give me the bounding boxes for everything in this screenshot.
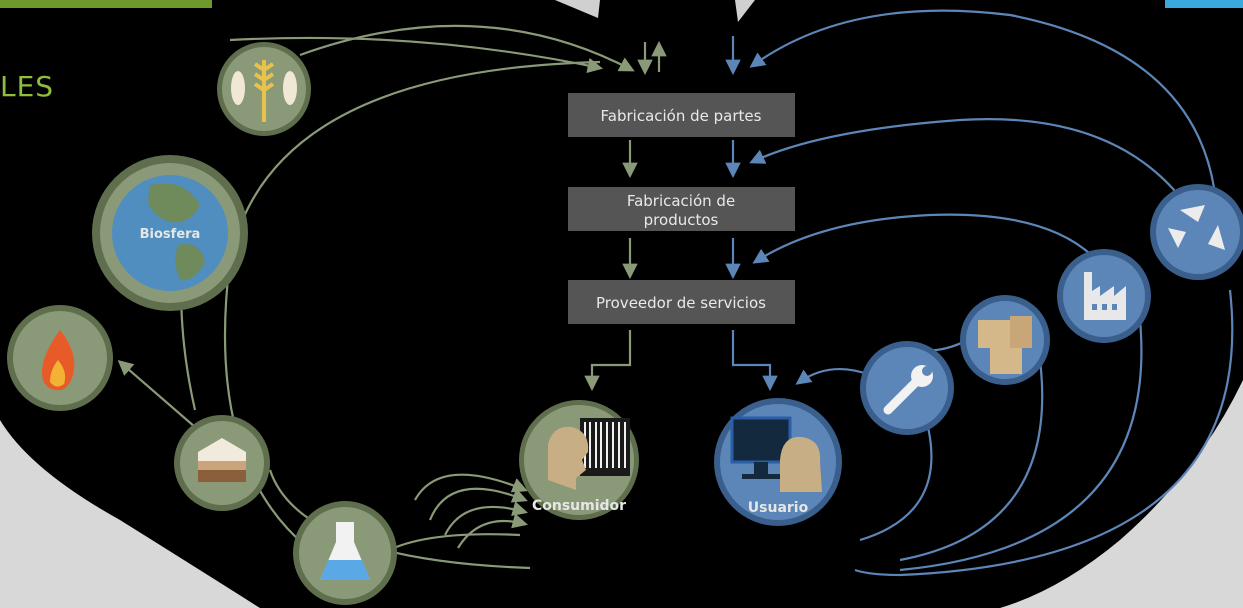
partial-title: LES: [0, 70, 55, 103]
wheat-fish-icon: [217, 42, 311, 136]
process-box-products: Fabricación de productos: [568, 187, 795, 231]
process-box-service-provider-label: Proveedor de servicios: [596, 294, 766, 312]
consumidor-label: Consumidor: [532, 498, 626, 514]
process-box-parts-label: Fabricación de partes: [601, 107, 762, 125]
barcode-consumer-icon: Consumidor: [519, 400, 639, 520]
recycle-icon: [1150, 184, 1243, 280]
boxes-icon: [960, 295, 1050, 385]
process-box-service-provider: Proveedor de servicios: [568, 280, 795, 324]
usuario-label: Usuario: [748, 500, 809, 516]
factory-icon: [1057, 249, 1151, 343]
process-box-products-label-line1: Fabricación de: [627, 192, 735, 210]
compost-icon: [174, 415, 270, 511]
biosfera-label: Biosfera: [140, 227, 201, 242]
flask-icon: [293, 501, 397, 605]
process-box-parts: Fabricación de partes: [568, 93, 795, 137]
wrench-icon: [860, 341, 954, 435]
process-box-products-label-line2: productos: [644, 211, 719, 229]
fire-icon: [7, 305, 113, 411]
computer-user-icon: Usuario: [714, 398, 842, 526]
globe-icon: Biosfera: [92, 155, 248, 311]
